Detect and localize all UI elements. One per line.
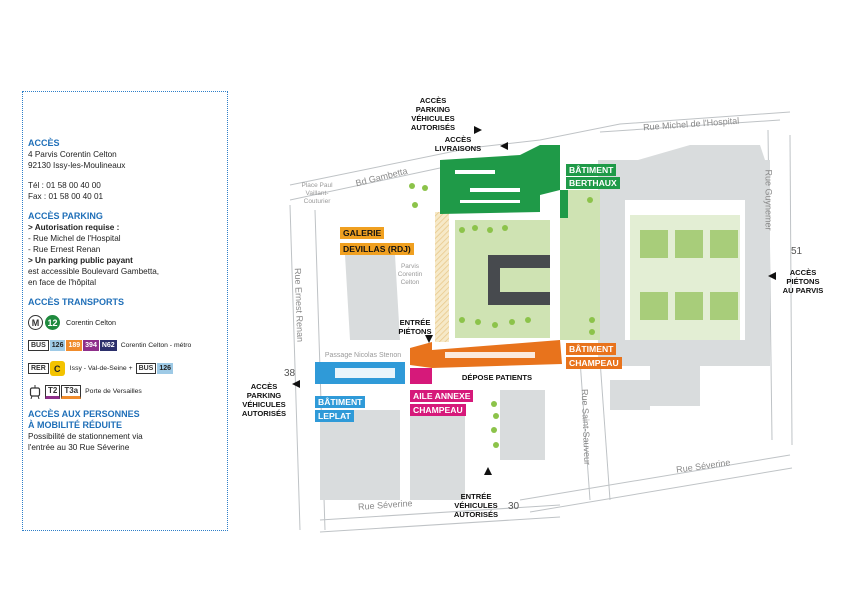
parking-public: > Un parking public payant xyxy=(28,256,133,265)
number-38: 38 xyxy=(284,368,296,379)
tag-aile-annexe-1[interactable]: AILE ANNEXE xyxy=(410,390,474,402)
metro-stop: Corentin Celton xyxy=(66,318,116,327)
tag-galerie-2[interactable]: DEVILLAS (RDJ) xyxy=(340,243,414,255)
bus-stop: Corentin Celton - métro xyxy=(120,342,192,349)
street-guynemer: Rue Guynemer xyxy=(763,169,774,231)
gray-block-s2 xyxy=(500,390,545,460)
address-line-1: 4 Parvis Corentin Celton xyxy=(28,150,117,159)
number-30: 30 xyxy=(508,501,520,512)
parking-title: ACCÈS PARKING xyxy=(28,211,103,221)
central-lawn xyxy=(455,220,550,338)
metro-line-12: 12 xyxy=(45,315,60,330)
tram-icon xyxy=(28,384,42,399)
tram-line-t3a: T3a xyxy=(61,384,82,399)
berthaux-windows xyxy=(455,170,520,203)
garden-plot-6 xyxy=(710,292,738,320)
metro-icon: M xyxy=(28,315,43,330)
parking-street-2: - Rue Ernest Renan xyxy=(28,245,101,254)
arrow-entree-pietons xyxy=(425,335,433,343)
label-acces-pietons-parvis: ACCÈS PIÉTONS AU PARVIS xyxy=(782,268,824,295)
tag-leplat-1[interactable]: BÂTIMENT xyxy=(315,396,366,408)
bus-row: BUS 126 189 394 N62 Corentin Celton - mé… xyxy=(28,337,226,354)
lawns xyxy=(455,190,740,340)
tag-galerie-1[interactable]: GALERIE xyxy=(340,227,385,239)
tram-stop: Porte de Versailles xyxy=(85,388,142,395)
galerie-devillas-strip xyxy=(435,212,449,342)
info-panel: ACCÈS 4 Parvis Corentin Celton 92130 Iss… xyxy=(22,91,228,531)
label-acces-parking-top: ACCÈS PARKING VÉHICULES AUTORISÉS xyxy=(410,96,456,132)
transports-title: ACCÈS TRANSPORTS xyxy=(28,297,125,307)
tag-champeau-2[interactable]: CHAMPEAU xyxy=(566,357,622,369)
rer-bus-126: 126 xyxy=(157,363,174,374)
parking-auth: > Autorisation requise : xyxy=(28,223,120,232)
gray-block-sw xyxy=(320,410,400,500)
arrow-parking-top xyxy=(474,126,482,134)
address-line-2: 92130 Issy-les-Moulineaux xyxy=(28,161,126,170)
pmr-text-1: Possibilité de stationnement via xyxy=(28,432,143,441)
acces-title: ACCÈS xyxy=(28,138,60,148)
garden-plot-2 xyxy=(675,230,703,258)
parvis-label: Parvis Corentin Celton xyxy=(397,263,423,286)
gray-block-west xyxy=(345,255,400,340)
label-acces-livraisons: ACCÈS LIVRAISONS xyxy=(434,135,482,153)
gray-block-south-east xyxy=(650,366,700,406)
garden-plot-3 xyxy=(710,230,738,258)
access-arrows xyxy=(292,126,776,475)
batiment-berthaux-shape[interactable] xyxy=(440,145,568,218)
batiment-champeau-shape[interactable] xyxy=(410,340,562,368)
bus-line-126: 126 xyxy=(49,340,66,351)
batiment-leplat-shape[interactable] xyxy=(315,362,405,384)
arrow-pietons-parvis xyxy=(768,272,776,280)
bus-line-394: 394 xyxy=(83,340,99,351)
tag-berthaux-2[interactable]: BERTHAUX xyxy=(566,177,620,189)
bus-icon-2: BUS xyxy=(135,363,157,374)
label-entree-vehicules: ENTRÉE VÉHICULES AUTORISÉS xyxy=(453,492,499,519)
garden-plot-4 xyxy=(640,292,668,320)
central-dark-building xyxy=(488,255,550,305)
parking-public-2: est accessible Boulevard Gambetta, xyxy=(28,267,160,276)
gray-block-s xyxy=(410,410,465,500)
tag-berthaux-1[interactable]: BÂTIMENT xyxy=(566,164,617,176)
gray-block-south-wing xyxy=(598,340,770,366)
passage-stenon: Passage Nicolas Stenon xyxy=(324,352,402,359)
rer-line-c: C xyxy=(49,361,65,376)
phone-number[interactable]: Tél : 01 58 00 40 00 xyxy=(28,181,101,190)
bus-line-189: 189 xyxy=(66,340,83,351)
parking-street-1: - Rue Michel de l'Hospital xyxy=(28,234,121,243)
tag-leplat-2[interactable]: LEPLAT xyxy=(315,410,354,422)
tag-aile-annexe-2[interactable]: CHAMPEAU xyxy=(410,404,466,416)
aile-annexe-shape[interactable] xyxy=(410,368,432,384)
rer-icon: RER xyxy=(28,363,49,374)
gray-block-north-east xyxy=(638,145,765,160)
pmr-title-2: À MOBILITÉ RÉDUITE xyxy=(28,420,122,430)
arrow-livraisons xyxy=(500,142,508,150)
gray-block-south-east-2 xyxy=(610,380,650,410)
number-51: 51 xyxy=(791,246,803,257)
arrow-parking-left xyxy=(292,380,300,388)
rer-row: RER C Issy - Val-de-Seine + BUS 126 xyxy=(28,360,226,377)
parking-public-3: en face de l'hôpital xyxy=(28,278,97,287)
bus-icon: BUS xyxy=(28,340,49,351)
garden-plot-5 xyxy=(675,292,703,320)
tram-line-t2: T2 xyxy=(45,384,61,399)
trees xyxy=(409,183,595,448)
label-acces-parking-left: ACCÈS PARKING VÉHICULES AUTORISÉS xyxy=(241,382,287,418)
label-depose-patients: DÉPOSE PATIENTS xyxy=(461,373,533,382)
pmr-title-1: ACCÈS AUX PERSONNES xyxy=(28,409,140,419)
arrow-entree-vehicules xyxy=(484,467,492,475)
pmr-text-2: l'entrée au 30 Rue Séverine xyxy=(28,443,130,452)
metro-row: M 12 Corentin Celton xyxy=(28,314,226,331)
tag-champeau-1[interactable]: BÂTIMENT xyxy=(566,343,617,355)
label-entree-pietons: ENTRÉE PIÉTONS xyxy=(398,318,432,336)
rer-stop: Issy - Val-de-Seine + xyxy=(69,365,133,372)
fax-number: Fax : 01 58 00 40 01 xyxy=(28,192,104,201)
bus-line-n62: N62 xyxy=(99,340,117,351)
garden-plot-1 xyxy=(640,230,668,258)
tram-row: T2 T3a Porte de Versailles xyxy=(28,383,226,400)
place-paul-label: Place Paul Vaillant- Couturier xyxy=(301,182,333,205)
